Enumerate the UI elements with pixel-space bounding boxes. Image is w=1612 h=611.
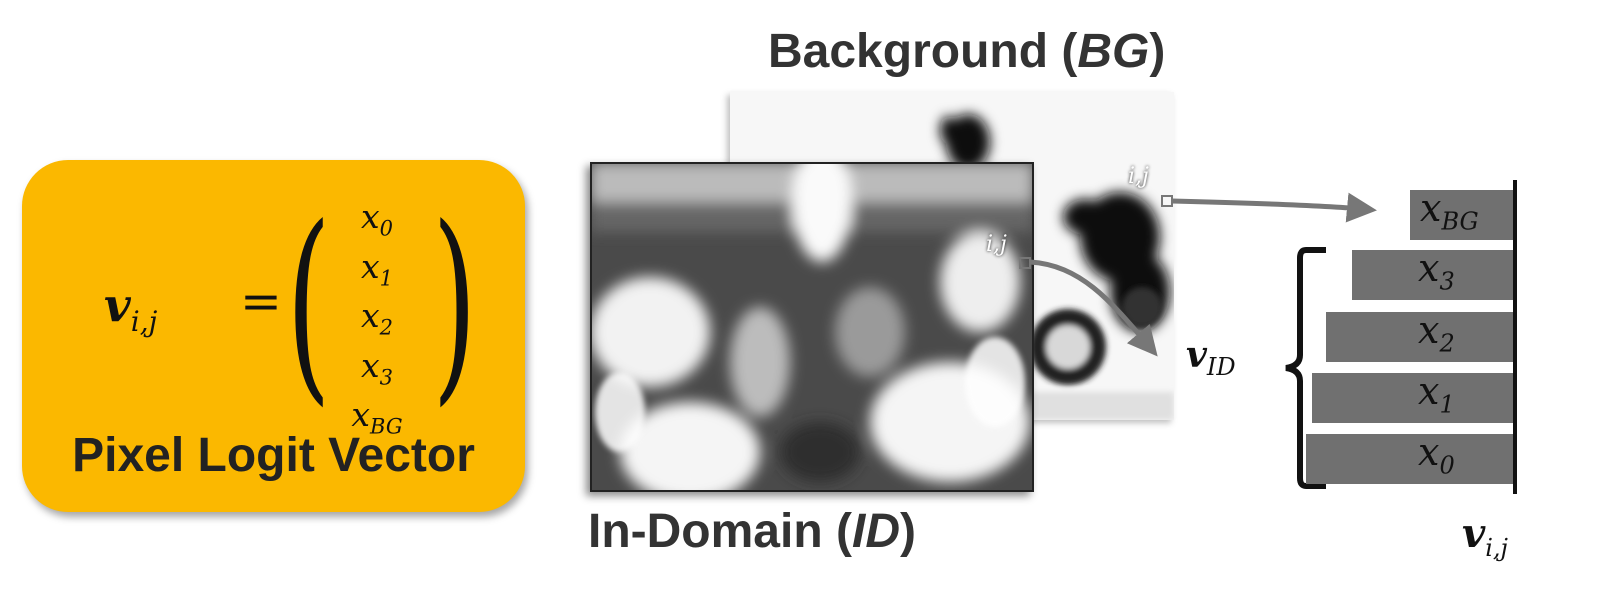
bar-x3 xyxy=(1352,250,1513,300)
entry-bg: xBG xyxy=(351,395,403,439)
vector-entries: x0 x1 x2 x3 xBG xyxy=(322,198,432,446)
bar-x0 xyxy=(1306,434,1513,484)
bar-x-bg xyxy=(1410,190,1513,240)
lhs-symbol: v xyxy=(104,278,131,332)
lhs-vector: vi,j xyxy=(104,278,157,338)
right-paren: ) xyxy=(432,183,477,425)
pixel-logit-vector-card: vi,j = ( x0 x1 x2 x3 xBG ) Pixel Logit V… xyxy=(22,160,525,512)
in-domain-map: i,j xyxy=(590,162,1034,492)
v-id-label: vID xyxy=(1186,334,1236,382)
entry-1: x1 xyxy=(361,246,393,291)
entry-0: x0 xyxy=(361,197,393,241)
bar-x1-label: x1 xyxy=(1418,369,1455,419)
pixel-label-id: i,j xyxy=(986,232,1007,257)
entry-3: x3 xyxy=(361,345,393,390)
left-paren: ( xyxy=(286,183,331,425)
arrow-bg-to-bar xyxy=(1171,192,1377,223)
card-title: Pixel Logit Vector xyxy=(72,429,475,482)
background-heading: Background (BG) xyxy=(768,25,1166,78)
bar-x0-label: x0 xyxy=(1418,430,1455,480)
bar-x2 xyxy=(1326,312,1513,362)
in-domain-map-image xyxy=(590,162,1034,492)
bar-x1 xyxy=(1312,373,1513,423)
bars-caption: vi,j xyxy=(1462,510,1508,562)
bar-x2-label: x2 xyxy=(1418,308,1455,358)
bar-x-bg-label: xBG xyxy=(1420,186,1479,236)
lhs-subscript: i,j xyxy=(130,305,158,339)
bar-x3-label: x3 xyxy=(1418,246,1455,296)
equals-sign: = xyxy=(240,272,282,330)
pixel-label-bg: i,j xyxy=(1128,164,1149,189)
entry-2: x2 xyxy=(361,296,393,340)
in-domain-heading: In-Domain (ID) xyxy=(588,505,916,558)
